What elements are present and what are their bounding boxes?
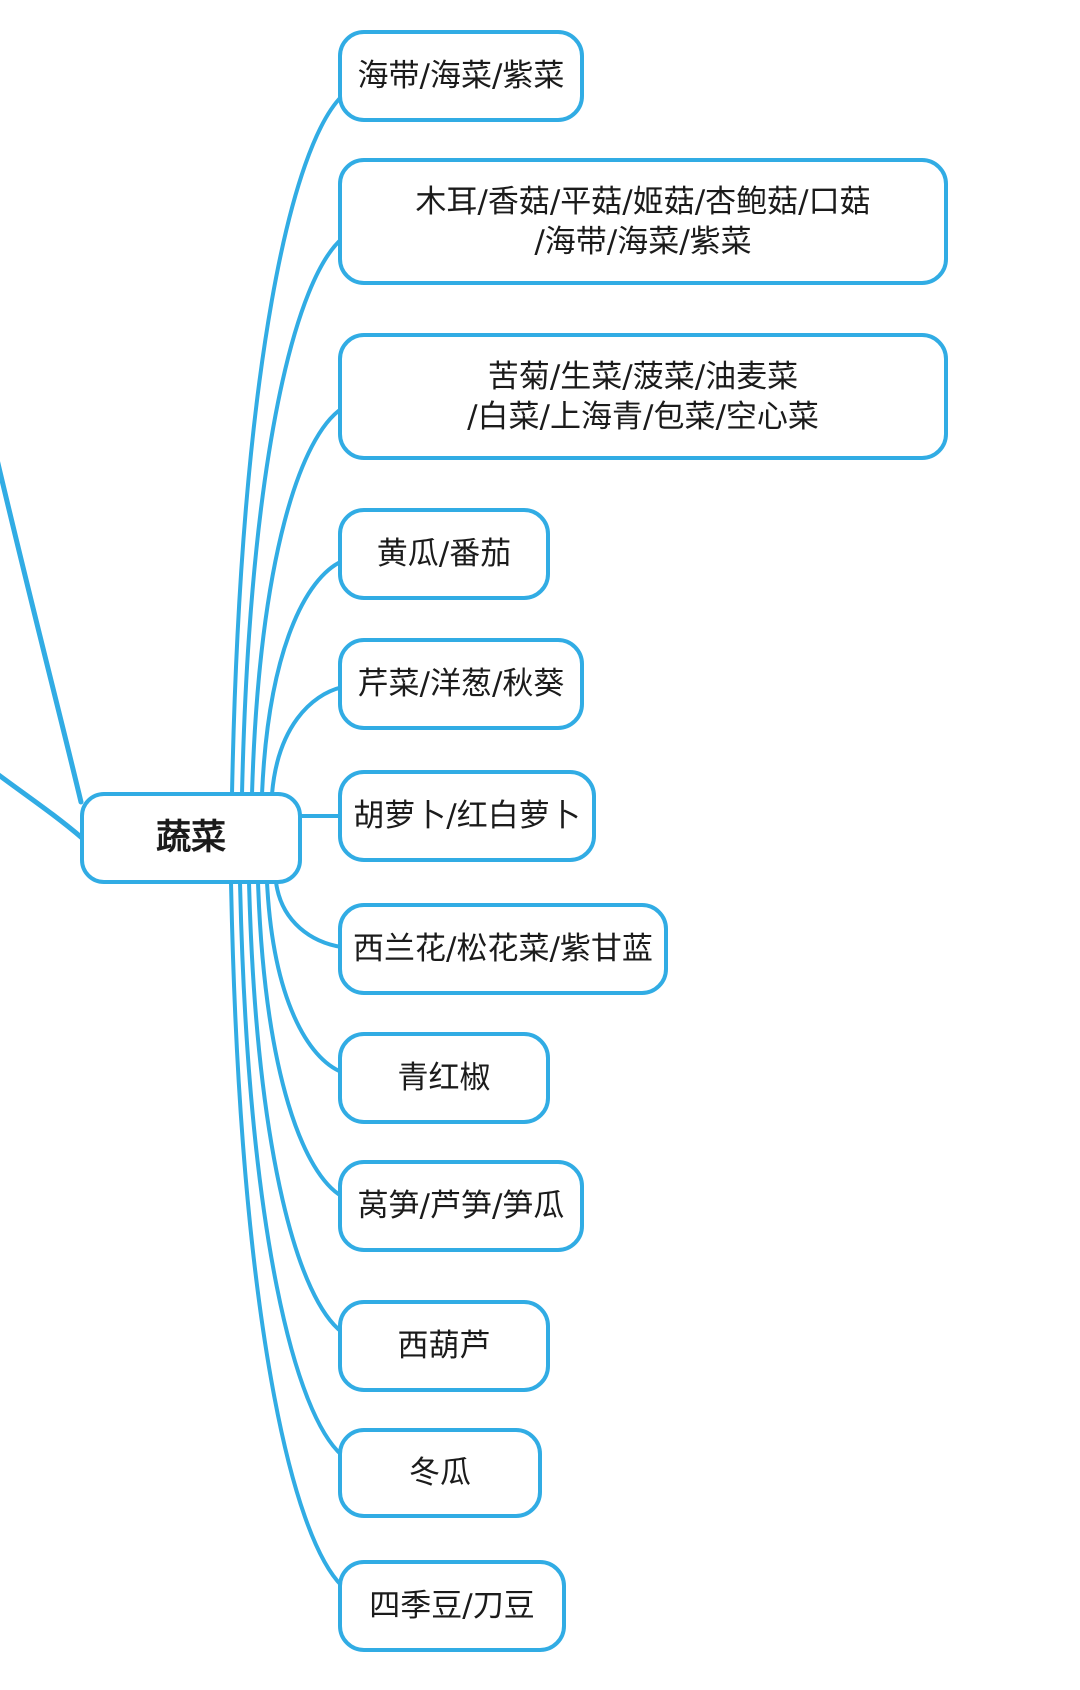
node-label: 西葫芦 <box>397 1328 491 1364</box>
node-label: 海带/海菜/紫菜 <box>357 58 565 94</box>
branch-connector <box>240 236 344 796</box>
node-label: /白菜/上海青/包菜/空心菜 <box>467 398 819 435</box>
branch-connector <box>229 880 344 1588</box>
node-label: 四季豆/刀豆 <box>369 1588 535 1624</box>
branch-connector <box>274 880 344 950</box>
mindmap-root-node[interactable]: 蔬菜 <box>80 792 302 884</box>
mindmap-node[interactable]: 四季豆/刀豆 <box>338 1560 566 1652</box>
branch-connector <box>270 685 344 796</box>
mindmap-node[interactable]: 西葫芦 <box>338 1300 550 1392</box>
branch-connector <box>260 559 344 796</box>
branch-connector <box>250 406 344 796</box>
node-label: 芹菜/洋葱/秋葵 <box>357 666 565 702</box>
node-label: 黄瓜/番茄 <box>376 536 512 572</box>
mindmap-node[interactable]: 冬瓜 <box>338 1428 542 1518</box>
mindmap-node[interactable]: 木耳/香菇/平菇/姬菇/杏鲍菇/口菇/海带/海菜/紫菜 <box>338 158 948 285</box>
node-label: 冬瓜 <box>409 1455 471 1491</box>
mindmap-node[interactable]: 青红椒 <box>338 1032 550 1124</box>
node-label: 胡萝卜/红白萝卜 <box>353 798 581 834</box>
branch-connector <box>238 880 344 1458</box>
branch-connector <box>247 880 344 1335</box>
mindmap-node[interactable]: 黄瓜/番茄 <box>338 508 550 600</box>
branch-connector <box>256 880 344 1199</box>
mindmap-node[interactable]: 西兰花/松花菜/紫甘蓝 <box>338 903 668 995</box>
parent-branch <box>0 461 84 805</box>
mindmap-node[interactable]: 苦菊/生菜/菠菜/油麦菜/白菜/上海青/包菜/空心菜 <box>338 333 948 460</box>
node-label: 青红椒 <box>397 1060 491 1096</box>
parent-branch <box>0 772 85 841</box>
node-label: 木耳/香菇/平菇/姬菇/杏鲍菇/口菇 <box>415 183 871 220</box>
root-node-label: 蔬菜 <box>155 818 226 858</box>
branch-connector <box>265 880 344 1075</box>
branch-connector <box>230 94 344 796</box>
node-label: 莴笋/芦笋/笋瓜 <box>357 1188 565 1224</box>
mindmap-node[interactable]: 胡萝卜/红白萝卜 <box>338 770 596 862</box>
node-label: 苦菊/生菜/菠菜/油麦菜 <box>487 358 799 395</box>
mindmap-node[interactable]: 莴笋/芦笋/笋瓜 <box>338 1160 584 1252</box>
node-label: 西兰花/松花菜/紫甘蓝 <box>353 931 653 967</box>
mindmap-node[interactable]: 海带/海菜/紫菜 <box>338 30 584 122</box>
mindmap-node[interactable]: 芹菜/洋葱/秋葵 <box>338 638 584 730</box>
node-label: /海带/海菜/紫菜 <box>534 223 752 260</box>
